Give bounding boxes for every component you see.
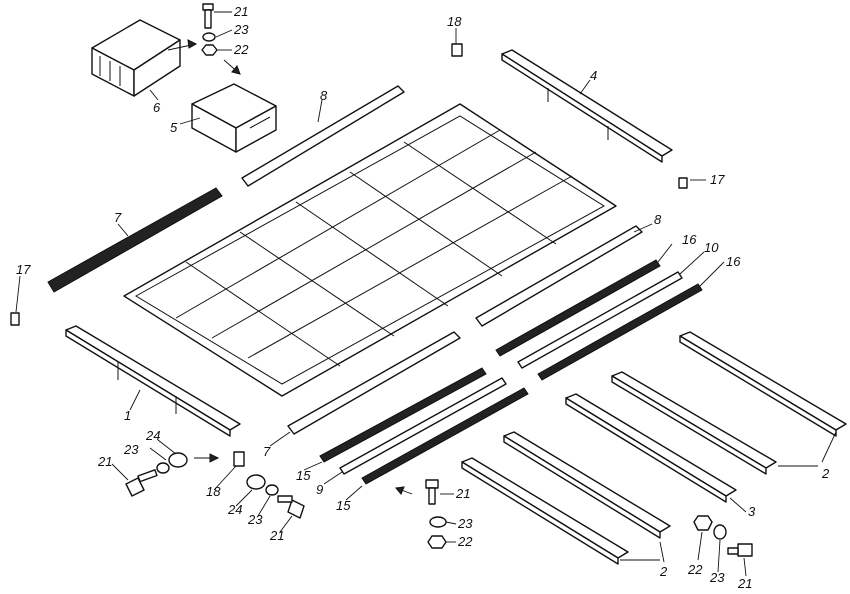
- arrow-top-right: [223, 59, 241, 75]
- washer-23-lower-left: [156, 462, 170, 474]
- callout-1: 1: [124, 408, 131, 423]
- bolt-21-lower-right: [727, 543, 753, 557]
- callout-15-a: 15: [296, 468, 311, 483]
- callout-6: 6: [153, 100, 161, 115]
- front-beam-1: [65, 325, 241, 437]
- strip-15-a: [319, 367, 487, 463]
- nut-22-lower-right: [693, 515, 713, 531]
- callout-17-left: 17: [16, 262, 31, 277]
- washer-23-lower-center: [429, 516, 447, 528]
- callout-15-b: 15: [336, 498, 351, 513]
- side-rail-7-left: [47, 187, 223, 293]
- callout-23-right: 23: [709, 570, 725, 585]
- callout-7-left: 7: [114, 210, 122, 225]
- side-rail-7-right: [287, 331, 461, 435]
- arrow-top: [167, 39, 198, 51]
- clamp-18-top: [451, 43, 463, 57]
- cross-member-2-b: [611, 371, 777, 475]
- callout-22-top: 22: [233, 42, 249, 57]
- toolbox-5: [191, 83, 277, 153]
- cross-member-4: [501, 49, 673, 163]
- callout-23-left: 23: [123, 442, 139, 457]
- callout-16-a: 16: [682, 232, 697, 247]
- callout-9: 9: [316, 482, 323, 497]
- callout-8-top: 8: [320, 88, 328, 103]
- callout-5: 5: [170, 120, 178, 135]
- frame-assembly: [123, 103, 617, 397]
- leader-lines: [15, 11, 837, 577]
- bolt-21-lower-mid: [277, 495, 305, 519]
- cross-member-2-a: [679, 331, 847, 437]
- bracket-17-right: [678, 177, 688, 189]
- callout-2-right: 2: [821, 466, 830, 481]
- callout-8-right: 8: [654, 212, 662, 227]
- callout-18-lower: 18: [206, 484, 221, 499]
- callout-17-right: 17: [710, 172, 725, 187]
- callout-23-lower: 23: [247, 512, 263, 527]
- callout-22-center: 22: [457, 534, 473, 549]
- callout-2-lower: 2: [659, 564, 668, 579]
- callout-22-right: 22: [687, 562, 703, 577]
- strip-9: [339, 377, 507, 475]
- strip-15-b: [361, 387, 529, 485]
- callout-23-center: 23: [457, 516, 473, 531]
- clamp-18-lower: [233, 451, 245, 467]
- callout-21-left: 21: [97, 454, 112, 469]
- callout-18-top: 18: [447, 14, 462, 29]
- washer-24-lower-mid: [246, 474, 266, 490]
- side-rail-8-right: [475, 225, 643, 327]
- callout-24-lower: 24: [227, 502, 242, 517]
- callout-24-left: 24: [145, 428, 160, 443]
- arrow-lower-center: [395, 486, 413, 495]
- nut-22-top: [201, 44, 218, 56]
- strip-16-a: [495, 259, 661, 357]
- callout-21-lower: 21: [269, 528, 284, 543]
- cross-member-2-c: [503, 431, 671, 539]
- washer-23-top: [202, 32, 216, 42]
- cross-member-2-d: [461, 457, 629, 565]
- callout-21-top: 21: [233, 4, 248, 19]
- side-rail-8-left: [241, 85, 405, 187]
- cross-member-3: [565, 393, 737, 503]
- callout-21-center: 21: [455, 486, 470, 501]
- washer-24-lower-left: [168, 452, 188, 468]
- callout-7-right: 7: [263, 444, 271, 459]
- bolt-21-top: [202, 3, 214, 29]
- callout-16-b: 16: [726, 254, 741, 269]
- toolbox-6: [91, 19, 181, 97]
- strip-10: [517, 271, 683, 369]
- callout-21-right: 21: [737, 576, 752, 591]
- nut-22-lower-center: [427, 535, 447, 549]
- washer-23-lower-right: [713, 524, 727, 540]
- callout-3: 3: [748, 504, 756, 519]
- washer-23-lower-mid: [265, 484, 279, 496]
- callout-23-top: 23: [233, 22, 249, 37]
- callout-4: 4: [590, 68, 597, 83]
- callout-10: 10: [704, 240, 719, 255]
- strip-16-b: [537, 283, 703, 381]
- arrow-lower-left: [194, 453, 220, 463]
- bolt-21-lower-center: [425, 479, 439, 505]
- bracket-17-left: [10, 312, 20, 326]
- bolt-21-lower-left: [125, 469, 158, 497]
